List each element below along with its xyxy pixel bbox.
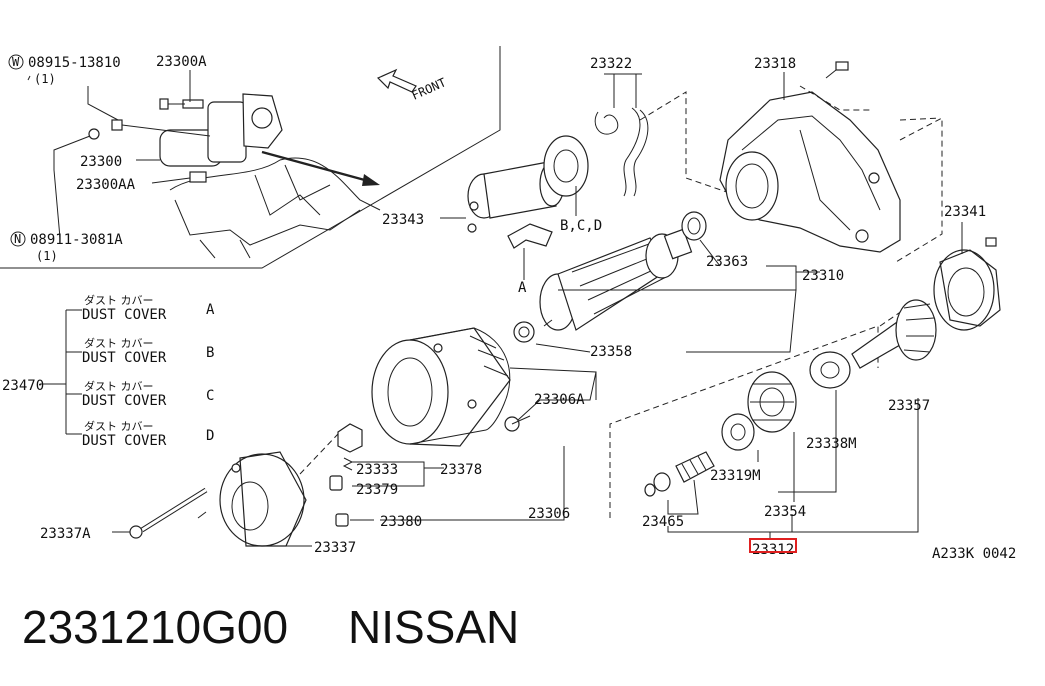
callout-clutch: 23354 [764,504,806,520]
callout-bcd: B,C,D [560,218,602,234]
brand-name: NISSAN [348,601,520,653]
callout-pinion-kit: 23465 [642,514,684,530]
callout-cap: 23380 [380,514,422,530]
callout-n-nut: 08911-3081A [30,232,123,248]
dust-cover-group [40,309,82,435]
parts-diagram: W 08915-13810 (1) 23300A 23300 23300AA N… [0,46,1016,562]
callout-brush-holder: 23341 [944,204,986,220]
callout-starter-aa: 23300AA [76,177,136,193]
dust-cover-d-en: DUST COVER [82,433,167,449]
dust-cover-c-en: DUST COVER [82,393,167,409]
callout-bearing-2: 23358 [590,344,632,360]
callout-starter-asm: 23300A [156,54,207,70]
vehicle-inset [0,46,501,269]
part-number: 2331210G00 [22,601,289,653]
callout-gear-bearing: 23338M [806,436,857,452]
callout-end-frame: 23337 [314,540,356,556]
dust-cover-c-jp: ダスト カバー [84,379,154,393]
callout-gear-set: 23312 [752,542,794,558]
dust-cover-b-jp: ダスト カバー [84,336,154,350]
dust-cover-group-number: 23470 [2,378,44,394]
callout-w-marker: W [8,54,24,70]
dust-cover-c-letter: C [206,388,214,404]
diagram-code: A233K 0042 [932,546,1016,562]
callout-n-marker: N [10,231,26,247]
callout-starter: 23300 [80,154,122,170]
svg-text:W: W [12,55,20,69]
dust-cover-b-en: DUST COVER [82,350,167,366]
callout-w-bolt: 08915-13810 [28,55,121,71]
dust-cover-d-jp: ダスト カバー [84,419,154,433]
dust-cover-a-letter: A [206,302,215,318]
callout-brush-set: 23378 [440,462,482,478]
callout-yoke: 23306 [528,506,570,522]
callout-overrunning-bearing: 23319M [710,468,761,484]
callout-n-qty: (1) [36,249,58,263]
highlight-box [749,538,797,553]
callout-brush-2: 23379 [356,482,398,498]
exploded-parts [112,61,1001,547]
callout-gear-set-highlighted: 23312 [749,538,797,558]
callout-a: A [518,280,527,296]
callout-solenoid: 23343 [382,212,424,228]
callout-yoke-bolt: 23306A [534,392,585,408]
callout-brush-springs: 23322 [590,56,632,72]
callout-brush-kit: 23333 [356,462,398,478]
front-label: FRONT [410,75,449,102]
dust-cover-a-jp: ダスト カバー [84,293,154,307]
callout-rear-cover: 23318 [754,56,796,72]
callout-w-qty: (1) [34,72,56,86]
dust-cover-b-letter: B [206,345,214,361]
callout-bolt: 23337A [40,526,91,542]
svg-text:N: N [14,232,21,246]
dust-cover-d-letter: D [206,428,214,444]
callout-pinion-shaft: 23357 [888,398,930,414]
dust-cover-a-en: DUST COVER [82,307,167,323]
callout-bearing: 23363 [706,254,748,270]
callout-armature: 23310 [802,268,844,284]
